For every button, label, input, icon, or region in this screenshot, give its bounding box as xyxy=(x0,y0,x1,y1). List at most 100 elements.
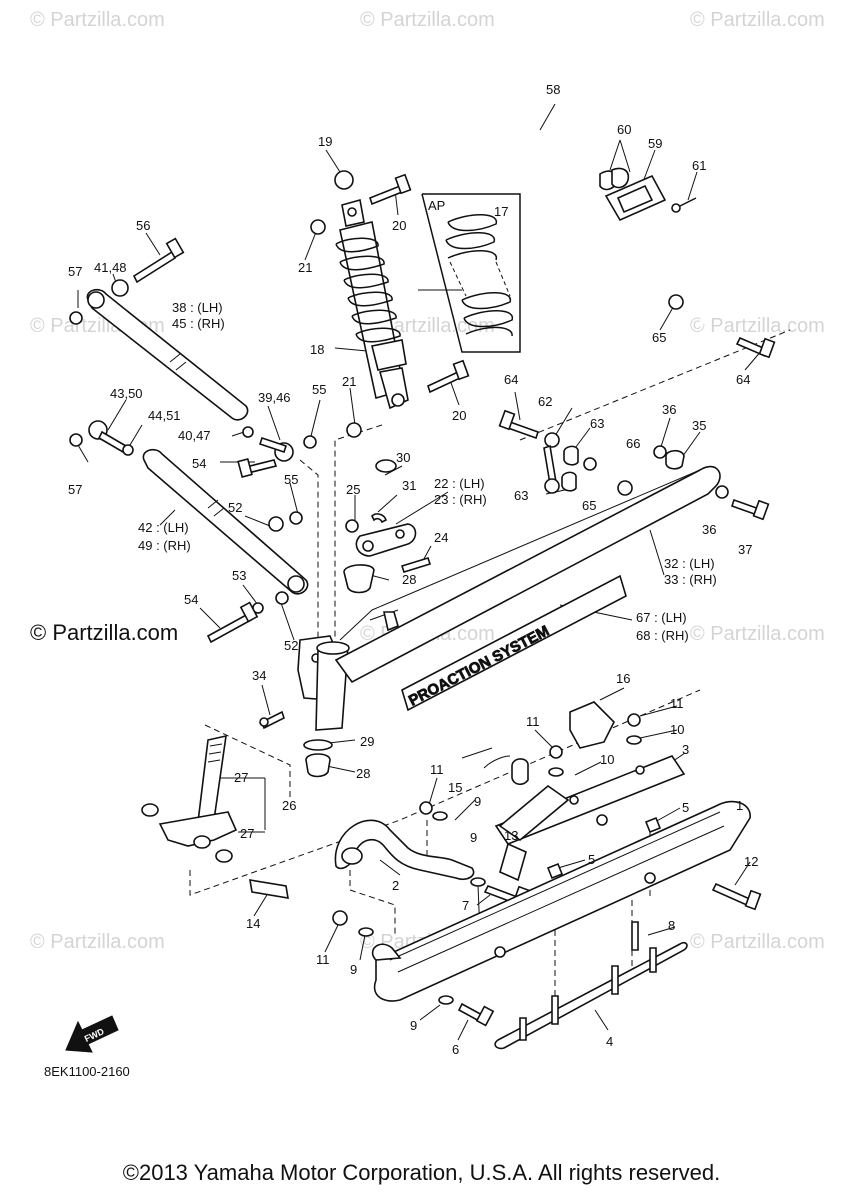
callout-label: 63 xyxy=(590,416,604,431)
callout-label: 18 xyxy=(310,342,324,357)
callout-label: 34 xyxy=(252,668,266,683)
callout-label: 7 xyxy=(462,898,469,913)
callout-label: 59 xyxy=(648,136,662,151)
callout-label: 32 : (LH) xyxy=(664,556,715,571)
callout-label: 10 xyxy=(600,752,614,767)
callout-label: 36 xyxy=(702,522,716,537)
callout-label: 55 xyxy=(284,472,298,487)
callout-label: 43,50 xyxy=(110,386,143,401)
callout-label: 26 xyxy=(282,798,296,813)
drawing-code: 8EK1100-2160 xyxy=(44,1064,130,1079)
callout-label: 16 xyxy=(616,671,630,686)
callout-label: 15 xyxy=(448,780,462,795)
callout-label: 5 xyxy=(588,852,595,867)
callout-label: 56 xyxy=(136,218,150,233)
callout-label: 6 xyxy=(452,1042,459,1057)
callout-label: 42 : (LH) xyxy=(138,520,189,535)
callout-label: 64 xyxy=(504,372,518,387)
watermark-text: © Partzilla.com xyxy=(30,9,165,31)
watermark-text: © Partzilla.com xyxy=(690,623,825,645)
nut-21 xyxy=(346,422,362,438)
callout-label: 2 xyxy=(392,878,399,893)
fwd-arrow-icon: FWD xyxy=(65,1015,119,1053)
callout-label: 23 : (RH) xyxy=(434,492,487,507)
callout-label: 67 : (LH) xyxy=(636,610,687,625)
upper-radius-rod xyxy=(69,237,249,421)
watermark-text: © Partzilla.com xyxy=(690,315,825,337)
callout-label: 64 xyxy=(736,372,750,387)
callout-label: 5 xyxy=(682,800,689,815)
callout-label: 39,46 xyxy=(258,390,291,405)
callout-label: 9 xyxy=(470,830,477,845)
callout-label: 54 xyxy=(184,592,198,607)
callout-label: 58 xyxy=(546,82,560,97)
callout-label: 14 xyxy=(246,916,260,931)
callout-label: 21 xyxy=(342,374,356,389)
callout-label: 55 xyxy=(312,382,326,397)
exploded-view-drawing: © Partzilla.com © Partzilla.com © Partzi… xyxy=(30,9,825,1079)
watermark-text: © Partzilla.com xyxy=(690,931,825,953)
callout-label: 28 xyxy=(402,572,416,587)
wear-bar xyxy=(494,921,688,1050)
ski xyxy=(332,800,762,1027)
callout-label: 66 xyxy=(626,436,640,451)
callout-label: 45 : (RH) xyxy=(172,316,225,331)
bolt-20 xyxy=(369,173,470,394)
callout-label: 17 xyxy=(494,204,508,219)
callout-label: 20 xyxy=(392,218,406,233)
callout-label: 4 xyxy=(606,1034,613,1049)
callout-label: 11 xyxy=(430,762,444,777)
callout-label: 37 xyxy=(738,542,752,557)
shock-absorber xyxy=(334,170,409,410)
watermark-text: © Partzilla.com xyxy=(30,931,165,953)
lower-radius-rod xyxy=(69,420,317,644)
callout-label: 28 xyxy=(356,766,370,781)
callout-label: 11 xyxy=(526,714,540,729)
stabilizer-bar xyxy=(326,85,717,324)
callout-label: 68 : (RH) xyxy=(636,628,689,643)
callout-label: 12 xyxy=(744,854,758,869)
callout-label: 11 xyxy=(670,696,684,711)
callout-label: 8 xyxy=(668,918,675,933)
watermark-text: © Partzilla.com xyxy=(690,9,825,31)
callout-label: 49 : (RH) xyxy=(138,538,191,553)
nut-21 xyxy=(310,219,326,235)
watermark-text: © Partzilla.com xyxy=(360,315,495,337)
ski-bracket xyxy=(494,755,686,882)
callout-label: 13 xyxy=(504,828,518,843)
link-assembly xyxy=(498,294,776,521)
callout-label: 61 xyxy=(692,158,706,173)
callout-label: 10 xyxy=(670,722,684,737)
callout-label: 9 xyxy=(474,794,481,809)
callout-label: 53 xyxy=(232,568,246,583)
callout-label: 29 xyxy=(360,734,374,749)
callout-label: 21 xyxy=(298,260,312,275)
callout-label: 57 xyxy=(68,482,82,497)
ski-handle xyxy=(334,819,475,881)
ski-spindle xyxy=(141,734,289,899)
callout-label: 52 xyxy=(284,638,298,653)
callout-label: 44,51 xyxy=(148,408,181,423)
callout-label: 57 xyxy=(68,264,82,279)
leader-lines xyxy=(77,103,763,1041)
callout-label: 9 xyxy=(350,962,357,977)
callout-labels: 58 60 59 61 19 20 21 17 56 41,48 57 38 :… xyxy=(68,82,758,1057)
callout-label: 25 xyxy=(346,482,360,497)
inset-label: AP xyxy=(428,198,445,213)
callout-label: 33 : (RH) xyxy=(664,572,717,587)
callout-label: 65 xyxy=(582,498,596,513)
mid-components xyxy=(303,459,432,778)
callout-label: 62 xyxy=(538,394,552,409)
callout-label: 31 xyxy=(402,478,416,493)
watermark-text: © Partzilla.com xyxy=(360,9,495,31)
callout-label: 38 : (LH) xyxy=(172,300,223,315)
copyright-notice: ©2013 Yamaha Motor Corporation, U.S.A. A… xyxy=(122,1160,721,1185)
callout-label: 20 xyxy=(452,408,466,423)
callout-label: 24 xyxy=(434,530,448,545)
callout-label: 22 : (LH) xyxy=(434,476,485,491)
callout-label: 35 xyxy=(692,418,706,433)
watermark-text-dark: © Partzilla.com xyxy=(30,620,178,645)
front-arm-frame xyxy=(334,465,721,684)
spring-inset xyxy=(418,193,521,353)
